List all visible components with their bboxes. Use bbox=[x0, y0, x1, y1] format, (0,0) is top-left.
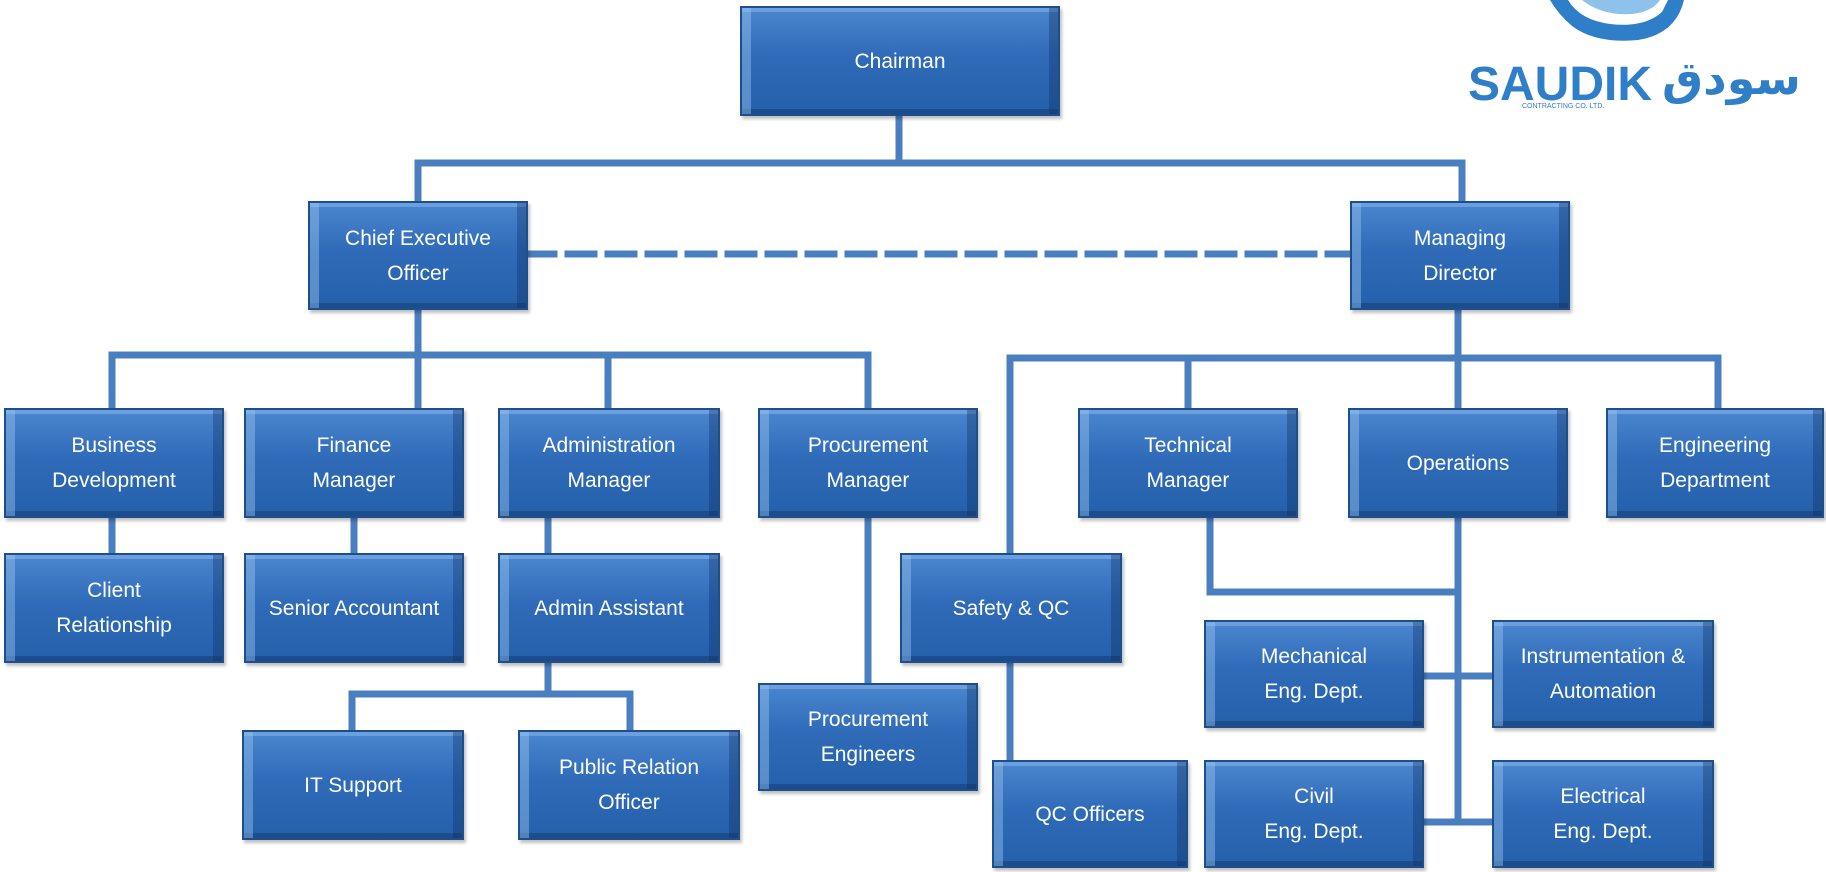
node-it-support: IT Support bbox=[242, 730, 464, 840]
node-admin-assistant: Admin Assistant bbox=[498, 553, 720, 663]
node-qc-officers: QC Officers bbox=[992, 760, 1188, 868]
node-procurement-engineers: Procurement Engineers bbox=[758, 683, 978, 791]
node-label: Mechanical Eng. Dept. bbox=[1260, 645, 1368, 703]
node-label: QC Officers bbox=[1035, 802, 1145, 826]
node-ceo: Chief Executive Officer bbox=[308, 201, 528, 310]
node-client-relationship: Client Relationship bbox=[4, 553, 224, 663]
logo-tagline: CONTRACTING CO. LTD. bbox=[1522, 103, 1604, 110]
node-label: IT Support bbox=[304, 773, 402, 797]
node-label: Technical Manager bbox=[1144, 434, 1232, 492]
node-safety-qc: Safety & QC bbox=[900, 553, 1122, 663]
node-instrumentation-automation: Instrumentation & Automation bbox=[1492, 620, 1714, 728]
node-operations: Operations bbox=[1348, 408, 1568, 518]
node-label: Public Relation Officer bbox=[558, 756, 700, 814]
node-electrical-eng-dept: Electrical Eng. Dept. bbox=[1492, 760, 1714, 868]
node-label: Admin Assistant bbox=[534, 596, 684, 620]
logo-wordmark-latin: SAUDIK bbox=[1468, 58, 1652, 111]
logo-wordmark-arabic: سودق bbox=[1662, 51, 1801, 105]
node-label: Chairman bbox=[854, 49, 946, 73]
node-label: Electrical Eng. Dept. bbox=[1553, 785, 1653, 843]
node-label: Procurement Manager bbox=[807, 434, 929, 492]
node-technical-manager: Technical Manager bbox=[1078, 408, 1298, 518]
node-procurement-manager: Procurement Manager bbox=[758, 408, 978, 518]
node-label: Engineering Department bbox=[1658, 434, 1772, 492]
node-label: Senior Accountant bbox=[268, 596, 440, 620]
node-civil-eng-dept: Civil Eng. Dept. bbox=[1204, 760, 1424, 868]
node-managing-director: Managing Director bbox=[1350, 201, 1570, 310]
node-label: Administration Manager bbox=[542, 434, 676, 492]
node-administration-manager: Administration Manager bbox=[498, 408, 720, 518]
node-public-relation-officer: Public Relation Officer bbox=[518, 730, 740, 840]
node-label: Instrumentation & Automation bbox=[1520, 645, 1686, 703]
logo-emblem-icon bbox=[1550, 0, 1684, 41]
node-label: Safety & QC bbox=[952, 596, 1070, 620]
saudik-logo: SAUDIK سودق CONTRACTING CO. LTD. bbox=[1468, 0, 1801, 111]
node-mechanical-eng-dept: Mechanical Eng. Dept. bbox=[1204, 620, 1424, 728]
node-label: Client Relationship bbox=[56, 579, 172, 637]
node-label: Finance Manager bbox=[312, 434, 396, 492]
node-senior-accountant: Senior Accountant bbox=[244, 553, 464, 663]
node-engineering-department: Engineering Department bbox=[1606, 408, 1824, 518]
node-finance-manager: Finance Manager bbox=[244, 408, 464, 518]
node-label: Business Development bbox=[52, 434, 176, 492]
node-label: Operations bbox=[1406, 451, 1510, 475]
node-chairman: Chairman bbox=[740, 6, 1060, 116]
node-label: Managing Director bbox=[1413, 226, 1507, 285]
node-label: Chief Executive Officer bbox=[345, 226, 491, 285]
node-label: Civil Eng. Dept. bbox=[1264, 785, 1364, 843]
node-label: Procurement Engineers bbox=[807, 708, 929, 766]
node-business-development: Business Development bbox=[4, 408, 224, 518]
